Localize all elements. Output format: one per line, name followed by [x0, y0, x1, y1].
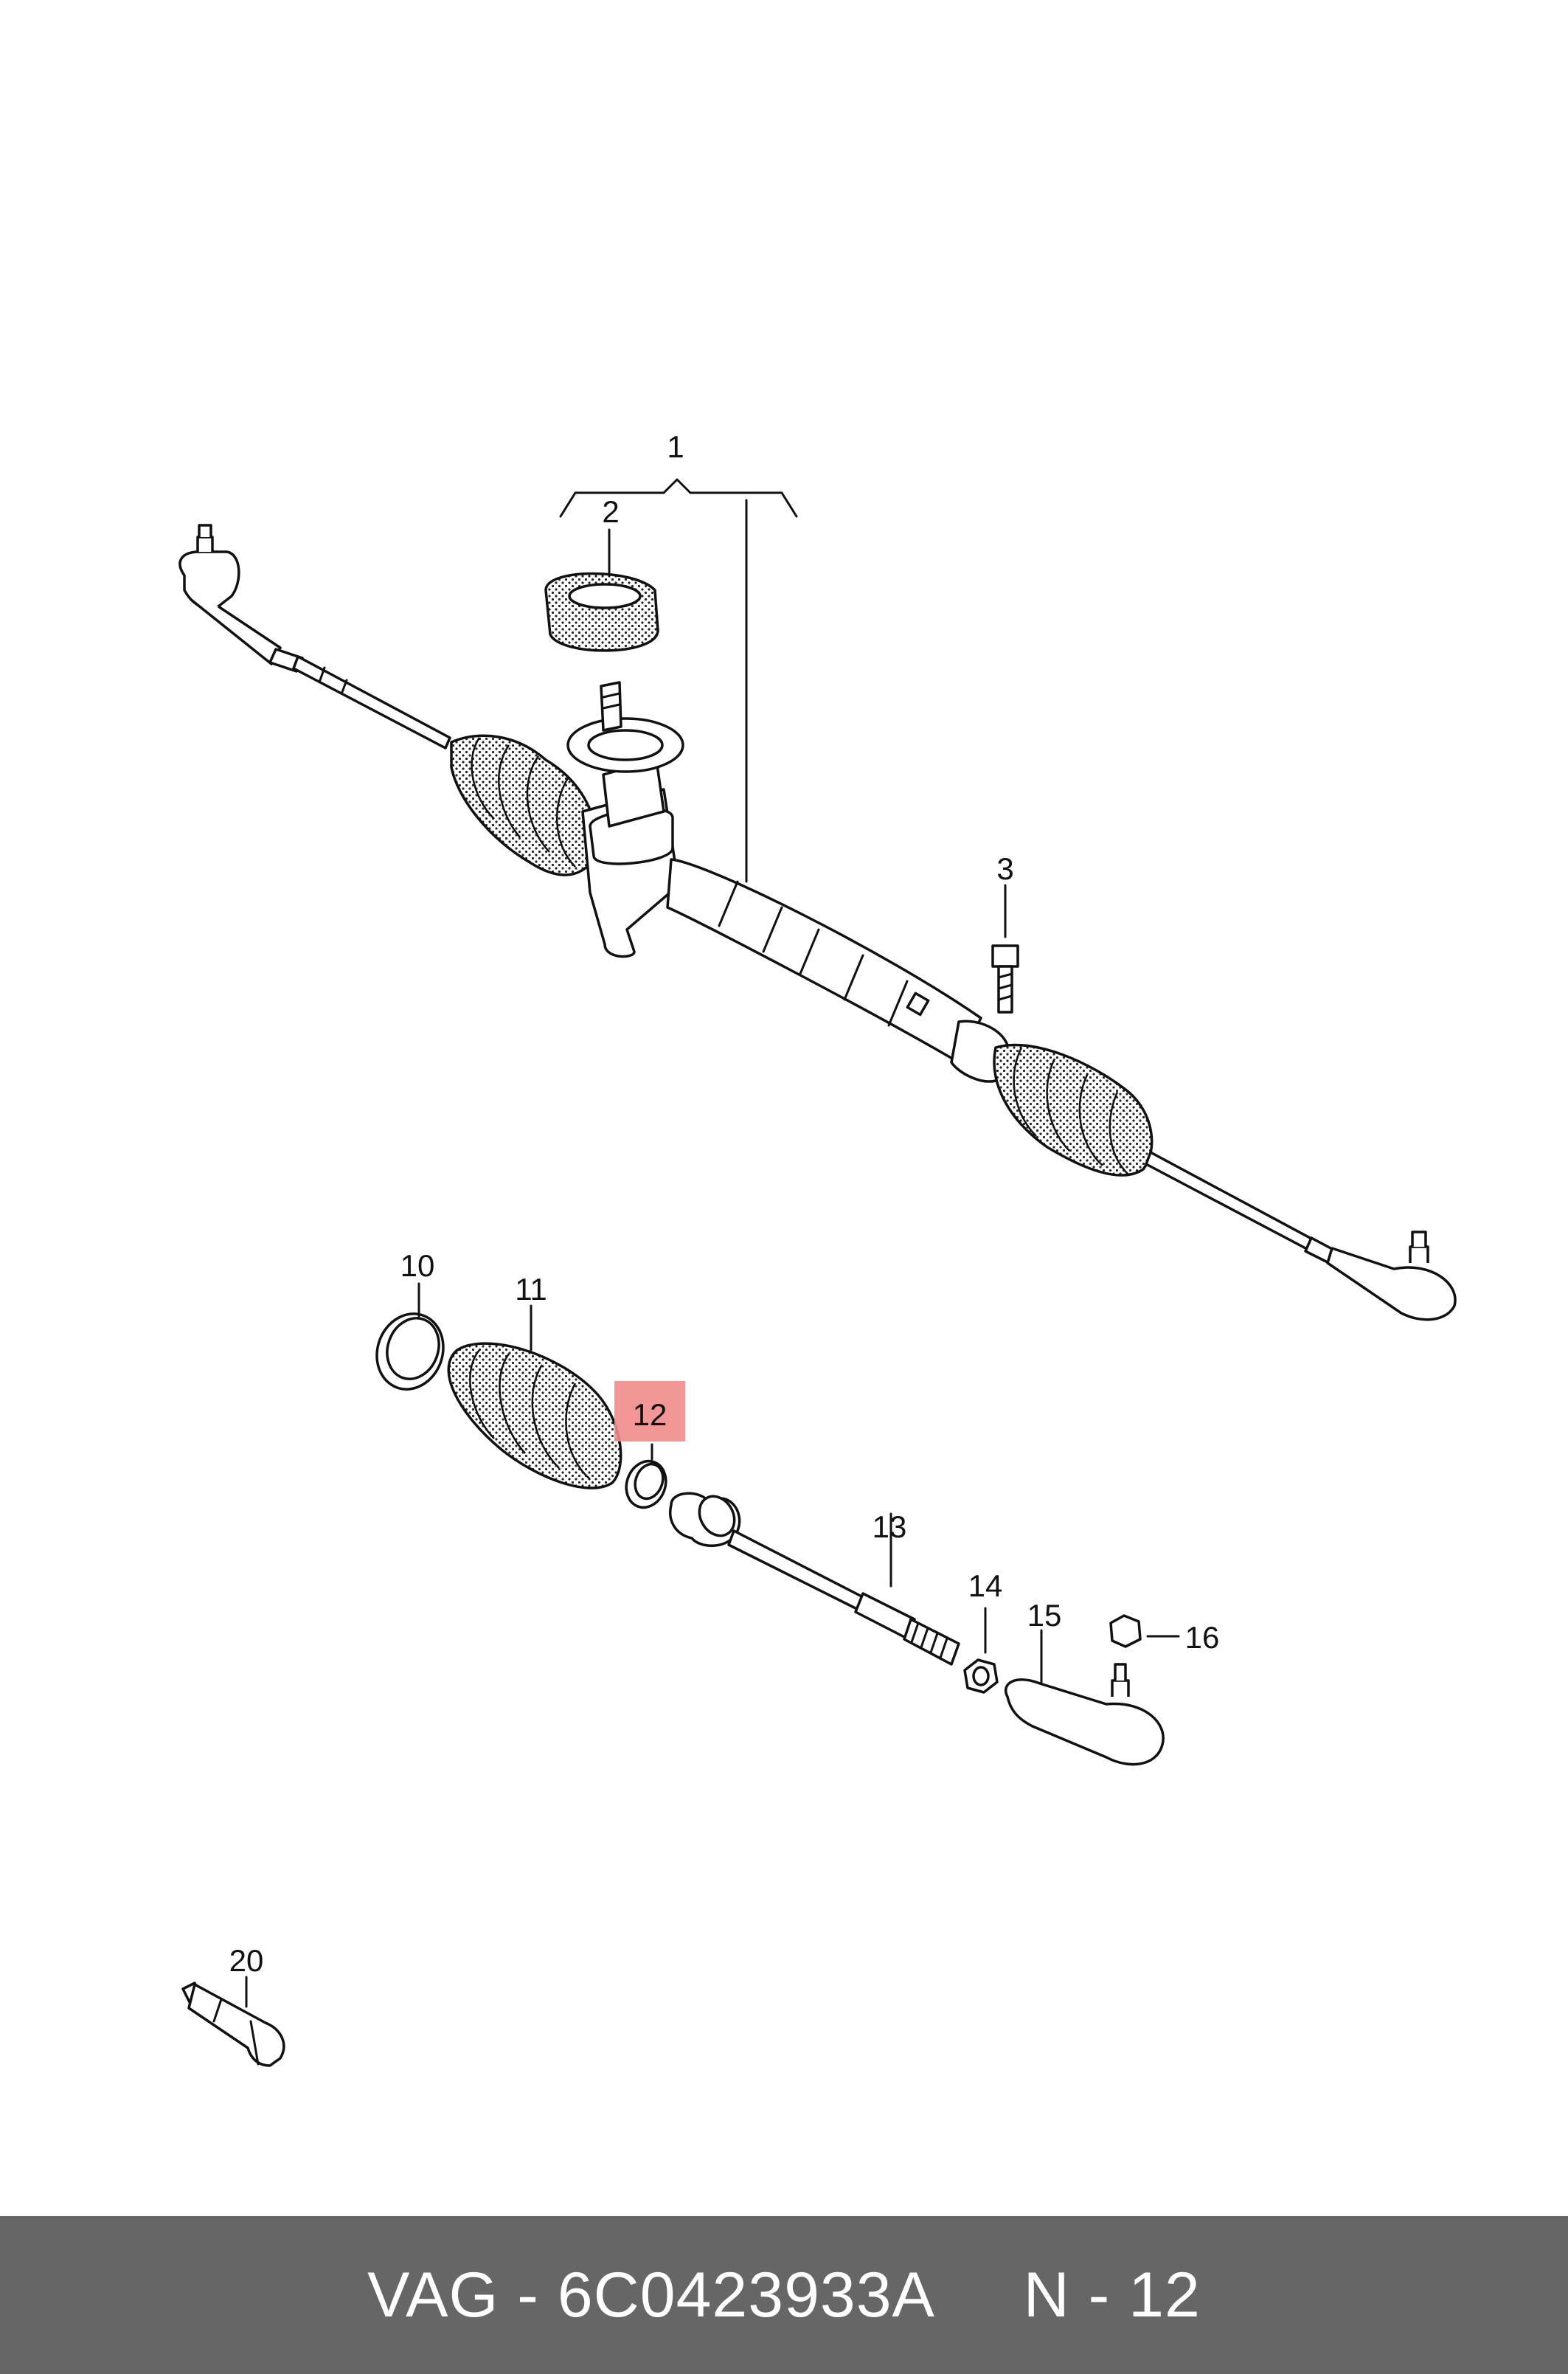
callout-1: 1	[667, 429, 684, 464]
right-tie-rod	[1145, 1151, 1314, 1251]
callout-15: 15	[1027, 1598, 1062, 1633]
callout-10: 10	[400, 1248, 435, 1283]
callout-3: 3	[996, 851, 1013, 886]
footer-brand: VAG	[367, 2259, 499, 2330]
pinion-seal-part-2	[544, 528, 659, 652]
callout-11: 11	[515, 1272, 547, 1307]
clamp-part-10	[375, 1282, 445, 1391]
grease-tube-part-20	[181, 1976, 285, 2067]
callout-12: 12	[633, 1397, 667, 1432]
footer-position: N - 12	[1023, 2259, 1201, 2330]
callout-14: 14	[968, 1568, 1003, 1603]
nut-part-14	[963, 1607, 999, 1694]
callout-2: 2	[602, 494, 619, 529]
inner-tie-rod-part-13	[669, 1492, 960, 1666]
boot-part-11	[447, 1304, 622, 1489]
footer-label: VAG - 6C0423933A N - 12	[367, 2259, 1201, 2330]
steering-rack-assembly	[178, 478, 1457, 1321]
callout-16: 16	[1185, 1620, 1220, 1655]
rack-tube	[666, 858, 1010, 1083]
footer-bar: VAG - 6C0423933A N - 12	[0, 2216, 1568, 2374]
exploded-parts-diagram: 1 2 3 10 11 12 13 14 15 16 20	[178, 429, 1457, 2067]
right-rack-boot	[993, 1043, 1154, 1177]
bolt-part-3	[991, 884, 1019, 1014]
callout-13: 13	[873, 1509, 907, 1544]
highlight-box-12	[614, 1381, 685, 1442]
callout-20: 20	[229, 1943, 264, 1978]
left-tie-rod-end	[178, 524, 282, 665]
ring-part-12	[614, 1381, 685, 1509]
footer-part-number: 6C0423933A	[557, 2259, 932, 2330]
pinion-housing	[566, 681, 684, 958]
outer-tie-rod-end-part-15	[1005, 1629, 1165, 1766]
left-tie-rod	[292, 655, 451, 750]
right-tie-rod-end	[1326, 1231, 1457, 1321]
self-locking-nut-part-16	[1109, 1614, 1180, 1648]
